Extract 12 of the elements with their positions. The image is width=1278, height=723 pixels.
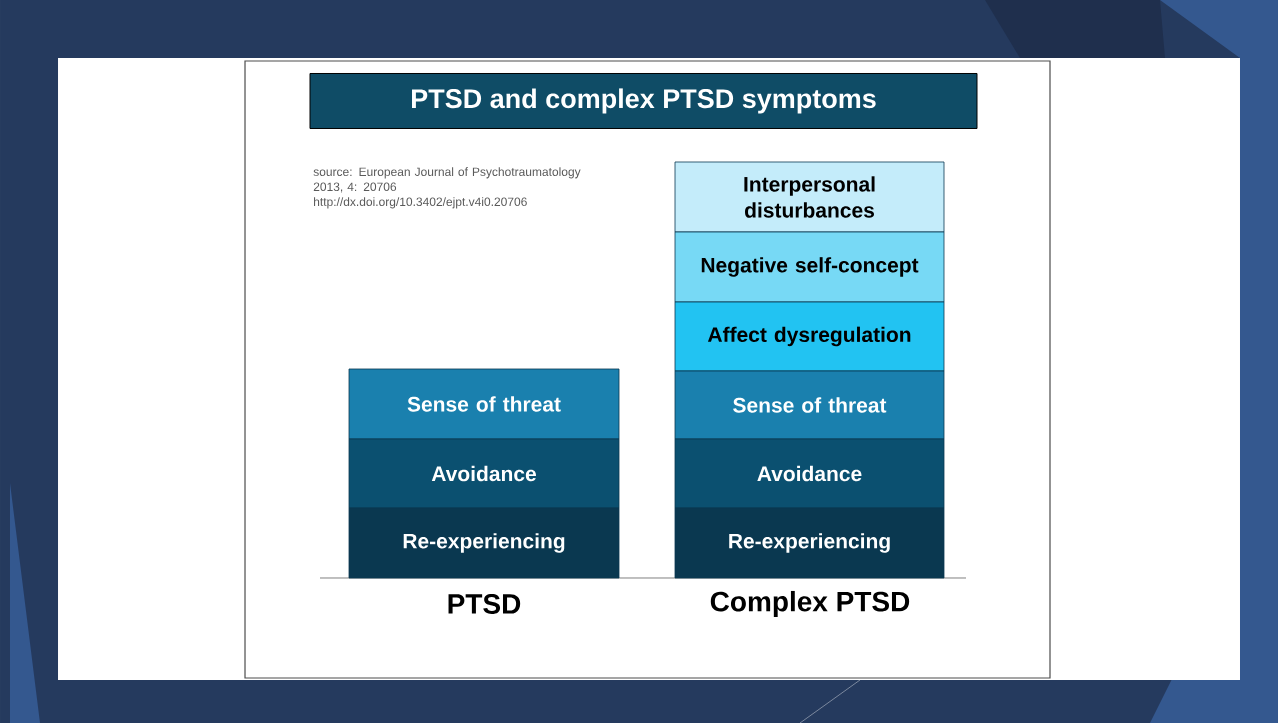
- symptom-box: Re-experiencing: [674, 507, 945, 579]
- title-banner: PTSD and complex PTSD symptoms: [309, 73, 978, 129]
- column-label: Complex PTSD: [710, 590, 910, 618]
- symptom-box: Sense of threat: [674, 370, 945, 440]
- symptom-box: Avoidance: [674, 438, 945, 509]
- source-note: source: European Journal of Psychotraumatology 2013, 4: 20706 http://dx.doi.org/10.3402/ejpt.v4i0.20706: [313, 167, 581, 209]
- symptom-box: Negative self-concept: [674, 231, 945, 303]
- symptom-box: Interpersonal disturbances: [674, 161, 945, 233]
- symptom-box: Re-experiencing: [348, 507, 620, 579]
- symptom-box: Sense of threat: [348, 368, 620, 440]
- symptom-box: Avoidance: [348, 438, 620, 509]
- symptom-box: Affect dysregulation: [674, 301, 945, 372]
